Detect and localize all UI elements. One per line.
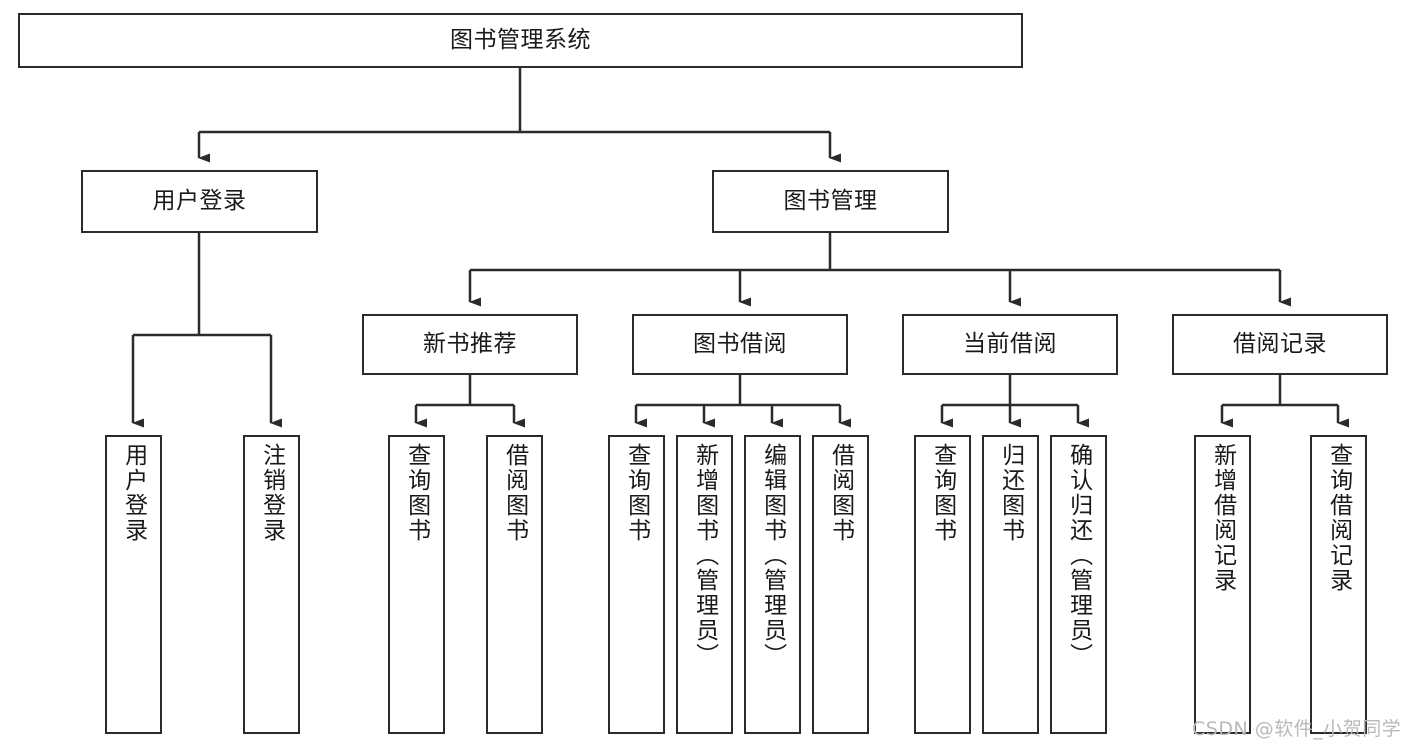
node-label: 查询图书 (623, 443, 650, 543)
node-leaf-add-record[interactable]: 新增借阅记录 (1194, 435, 1251, 734)
node-leaf-add-book[interactable]: 新增图书（管理员） (676, 435, 733, 734)
node-leaf-borrow-book-2[interactable]: 借阅图书 (812, 435, 869, 734)
node-leaf-user-login[interactable]: 用户登录 (105, 435, 162, 734)
node-leaf-query-book-2[interactable]: 查询图书 (608, 435, 665, 734)
node-leaf-borrow-book-1[interactable]: 借阅图书 (486, 435, 543, 734)
node-label: 借阅图书 (501, 443, 528, 543)
node-leaf-confirm-return[interactable]: 确认归还（管理员） (1050, 435, 1107, 734)
node-label: 新增图书（管理员） (691, 443, 718, 668)
node-leaf-logout-login[interactable]: 注销登录 (243, 435, 300, 734)
node-book-manage[interactable]: 图书管理 (712, 170, 949, 233)
node-label: 查询借阅记录 (1325, 443, 1352, 593)
node-label: 借阅图书 (827, 443, 854, 543)
node-label: 图书管理 (783, 187, 878, 214)
node-leaf-query-record[interactable]: 查询借阅记录 (1310, 435, 1367, 734)
node-label: 注销登录 (258, 443, 285, 543)
node-label: 当前借阅 (963, 330, 1057, 357)
node-label: 查询图书 (403, 443, 430, 543)
node-leaf-edit-book[interactable]: 编辑图书（管理员） (744, 435, 801, 734)
node-user-login[interactable]: 用户登录 (81, 170, 318, 233)
node-label: 用户登录 (120, 443, 147, 543)
node-label: 归还图书 (997, 443, 1024, 543)
node-leaf-return-book[interactable]: 归还图书 (982, 435, 1039, 734)
node-label: 借阅记录 (1233, 330, 1327, 357)
node-label: 新书推荐 (423, 330, 517, 357)
node-new-book-recommend[interactable]: 新书推荐 (362, 314, 578, 375)
node-label: 编辑图书（管理员） (759, 443, 786, 668)
node-label: 图书借阅 (693, 330, 787, 357)
node-leaf-query-book-3[interactable]: 查询图书 (914, 435, 971, 734)
node-label: 用户登录 (152, 187, 247, 214)
csdn-watermark: CSDN @软件_小贺同学 (1192, 718, 1402, 740)
node-root-book-management-system[interactable]: 图书管理系统 (18, 13, 1023, 68)
node-label: 确认归还（管理员） (1065, 443, 1092, 668)
node-current-borrow[interactable]: 当前借阅 (902, 314, 1118, 375)
node-label: 查询图书 (929, 443, 956, 543)
node-book-borrow[interactable]: 图书借阅 (632, 314, 848, 375)
node-label: 新增借阅记录 (1209, 443, 1236, 593)
node-leaf-query-book-1[interactable]: 查询图书 (388, 435, 445, 734)
node-label: 图书管理系统 (450, 26, 591, 53)
node-borrow-record[interactable]: 借阅记录 (1172, 314, 1388, 375)
